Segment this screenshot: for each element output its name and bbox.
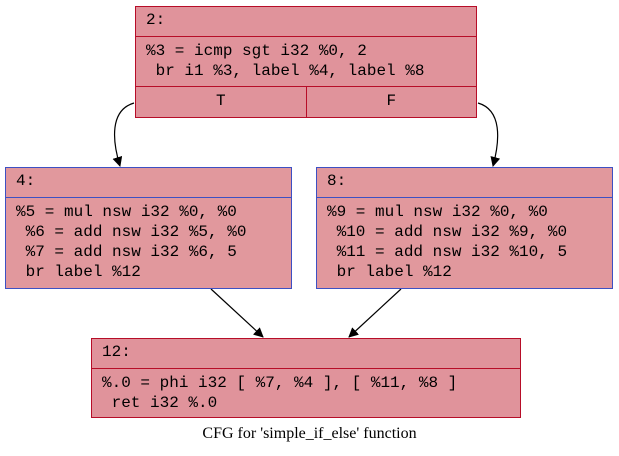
block-2-label: 2:	[136, 7, 476, 37]
block-8-label: 8:	[317, 168, 612, 198]
edge-2-false-to-8	[477, 102, 501, 167]
block-12-node[interactable]: 12: %.0 = phi i32 [ %7, %4 ], [ %11, %8 …	[91, 338, 521, 418]
block-12-label: 12:	[92, 339, 520, 369]
block-8-node[interactable]: 8: %9 = mul nsw i32 %0, %0 %10 = add nsw…	[316, 167, 613, 289]
block-12-code: %.0 = phi i32 [ %7, %4 ], [ %11, %8 ] re…	[102, 374, 458, 412]
block-4-node[interactable]: 4: %5 = mul nsw i32 %0, %0 %6 = add nsw …	[5, 167, 292, 289]
block-4-code: %5 = mul nsw i32 %0, %0 %6 = add nsw i32…	[16, 203, 247, 281]
block-4-label: 4:	[6, 168, 291, 198]
graph-caption: CFG for 'simple_if_else' function	[202, 425, 417, 442]
block-8-code: %9 = mul nsw i32 %0, %0 %10 = add nsw i3…	[327, 203, 568, 281]
block-2-ports: T F	[136, 86, 476, 117]
block-2-node[interactable]: 2: %3 = icmp sgt i32 %0, 2 br i1 %3, lab…	[135, 6, 477, 118]
false-port: F	[305, 87, 477, 117]
block-2-code: %3 = icmp sgt i32 %0, 2 br i1 %3, label …	[146, 42, 425, 80]
edge-2-true-to-4	[112, 102, 135, 167]
edge-8-to-12	[348, 288, 402, 338]
true-port: T	[215, 92, 226, 110]
edge-4-to-12	[210, 288, 264, 338]
